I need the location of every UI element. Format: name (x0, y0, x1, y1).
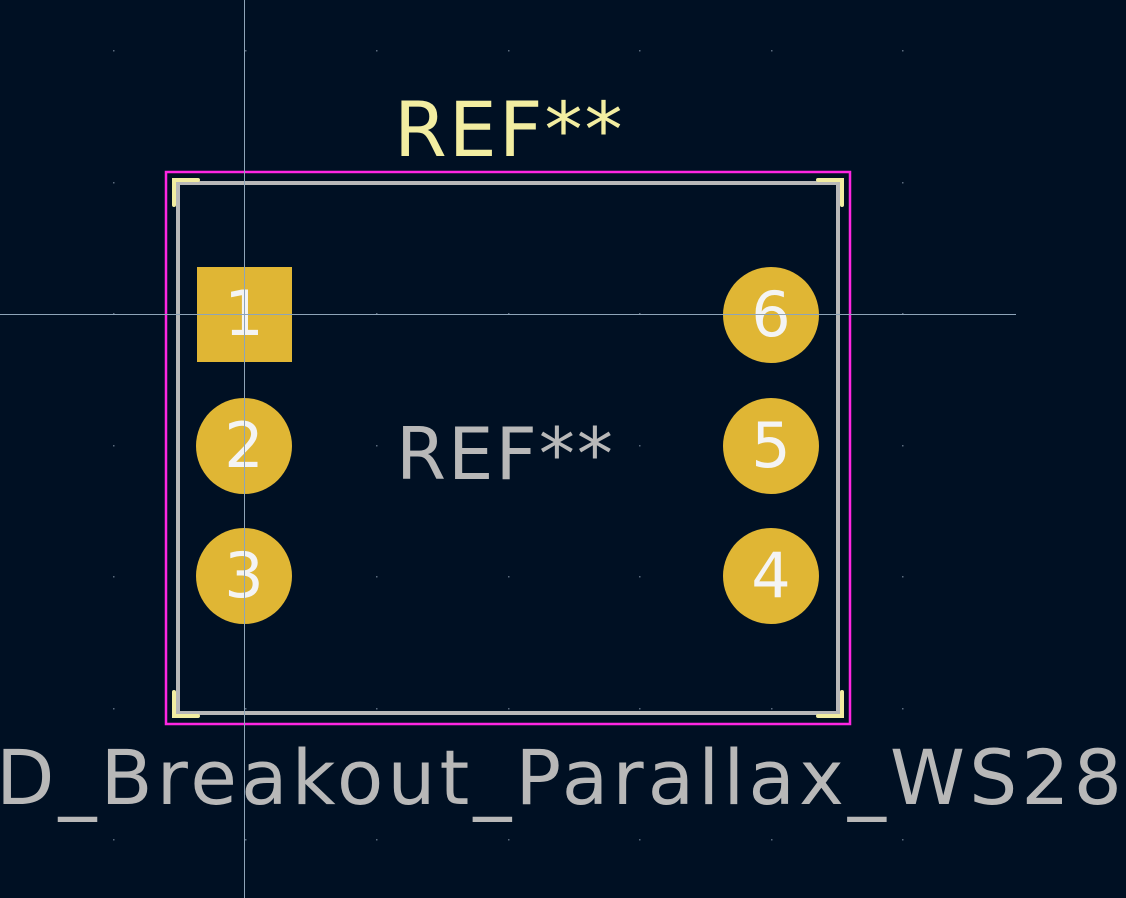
silk-corner-top-right (816, 178, 844, 207)
reference-fab-label[interactable]: REF** (396, 412, 615, 496)
pad-number-2: 2 (224, 409, 264, 482)
grid-dot (113, 313, 115, 315)
grid-dot (639, 445, 641, 447)
grid-dot (508, 576, 510, 578)
pad-4[interactable] (723, 528, 819, 624)
grid-dot (508, 313, 510, 315)
grid-dot (508, 839, 510, 841)
pad-number-4: 4 (751, 539, 791, 612)
silk-corner-bottom-left (172, 690, 200, 718)
grid-dot (113, 839, 115, 841)
grid-dot (639, 50, 641, 52)
grid-dot (113, 576, 115, 578)
grid-dot (902, 708, 904, 710)
grid-dot (508, 50, 510, 52)
grid-dot (245, 839, 247, 841)
pad-number-5: 5 (751, 409, 791, 482)
pad-5[interactable] (723, 398, 819, 494)
grid-dot (113, 445, 115, 447)
grid-dot (639, 839, 641, 841)
grid-dot (508, 708, 510, 710)
grid-dot (376, 576, 378, 578)
grid-dot (902, 50, 904, 52)
silk-corner-top-left (172, 178, 200, 207)
grid-dot (508, 445, 510, 447)
grid-dot (376, 313, 378, 315)
reference-silkscreen-label[interactable]: REF** (394, 85, 625, 174)
grid-dot (639, 576, 641, 578)
pad-number-1: 1 (224, 277, 264, 350)
silk-corner-bottom-right (816, 690, 844, 718)
grid-dot (376, 839, 378, 841)
fab-outline (176, 181, 840, 715)
grid-dot (902, 313, 904, 315)
grid-dot (245, 708, 247, 710)
grid-dot (902, 182, 904, 184)
grid-dot (771, 839, 773, 841)
silkscreen-corners (172, 178, 844, 718)
grid-dot (113, 182, 115, 184)
pad-number-3: 3 (224, 539, 264, 612)
grid-dot (771, 50, 773, 52)
grid-dot (639, 313, 641, 315)
grid-crosshair-icon (0, 0, 1016, 898)
grid-dot (902, 576, 904, 578)
grid-dot (639, 708, 641, 710)
courtyard-outline (164, 170, 852, 726)
grid-dot (902, 445, 904, 447)
grid-dot (376, 50, 378, 52)
grid-dot (376, 708, 378, 710)
grid-dot (113, 708, 115, 710)
grid-dot (376, 445, 378, 447)
footprint-value-label[interactable]: D_Breakout_Parallax_WS28 (0, 733, 1126, 822)
grid-dot (902, 839, 904, 841)
grid-dot (113, 50, 115, 52)
grid-dot (771, 708, 773, 710)
grid-dot (245, 50, 247, 52)
